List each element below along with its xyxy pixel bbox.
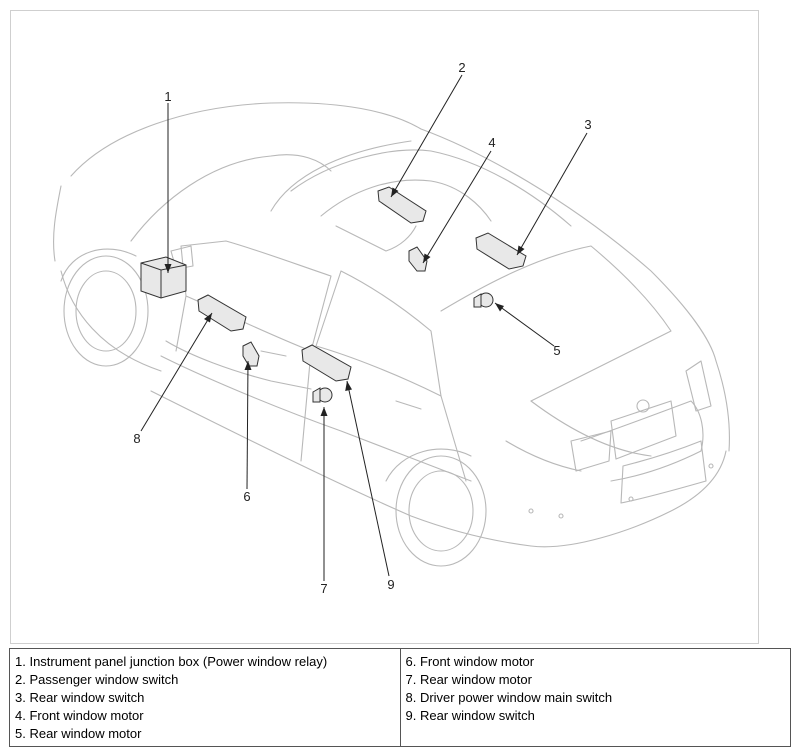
legend-item: 4. Front window motor — [15, 708, 144, 723]
driver-main-switch — [197, 294, 247, 332]
rear-window-switch-left — [301, 344, 352, 382]
callout-1: 1 — [164, 89, 171, 104]
front-window-motor-left — [242, 341, 260, 367]
legend-item: 2. Passenger window switch — [15, 672, 179, 687]
legend-item: 7. Rear window motor — [405, 672, 532, 687]
front-window-motor-right — [408, 246, 428, 272]
legend-item: 1. Instrument panel junction box (Power … — [15, 654, 328, 669]
callout-3: 3 — [584, 117, 591, 132]
legend-table: 1. Instrument panel junction box (Power … — [9, 648, 791, 747]
car-illustration: 1 2 3 4 5 6 7 8 9 — [53, 60, 730, 596]
callout-2: 2 — [458, 60, 465, 75]
legend-column-left: 1. Instrument panel junction box (Power … — [10, 649, 400, 746]
legend-item: 8. Driver power window main switch — [405, 690, 613, 705]
callout-8: 8 — [133, 431, 140, 446]
junction-box — [140, 256, 187, 299]
legend-column-right: 6. Front window motor 7. Rear window mot… — [399, 649, 791, 746]
callout-4: 4 — [488, 135, 495, 150]
legend-item: 6. Front window motor — [405, 654, 535, 669]
legend-item: 3. Rear window switch — [15, 690, 145, 705]
legend-item: 9. Rear window switch — [405, 708, 535, 723]
callout-7: 7 — [320, 581, 327, 596]
component-location-diagram: 1 2 3 4 5 6 7 8 9 — [10, 10, 759, 644]
rear-window-switch-right — [475, 232, 527, 270]
callout-5: 5 — [553, 343, 560, 358]
passenger-window-switch — [377, 186, 427, 224]
legend-item: 5. Rear window motor — [15, 726, 142, 741]
callout-6: 6 — [243, 489, 250, 504]
callout-9: 9 — [387, 577, 394, 592]
